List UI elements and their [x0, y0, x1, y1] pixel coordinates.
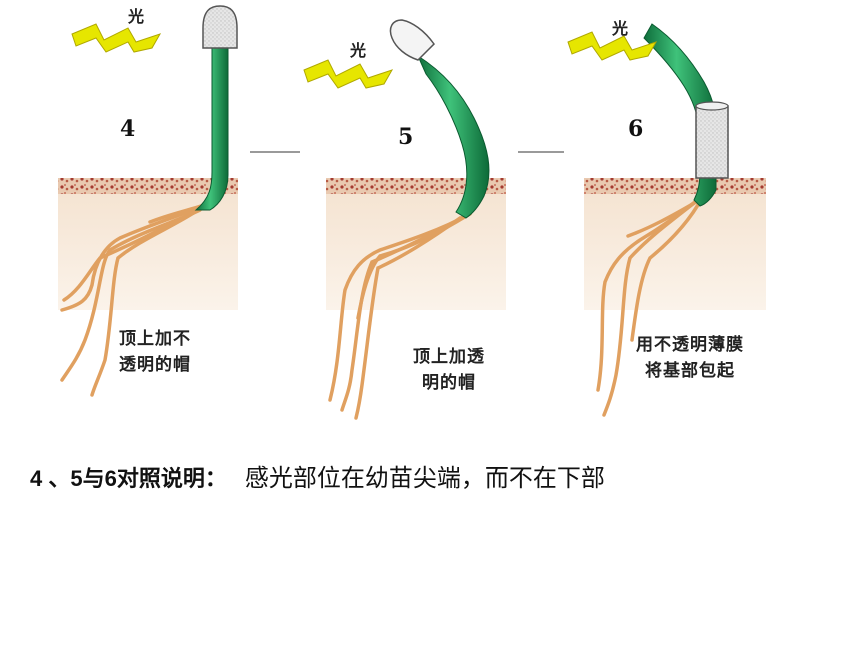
panel-5 — [303, 19, 506, 420]
light-arrow-icon — [303, 59, 394, 89]
panel-6 — [567, 23, 766, 417]
panel-caption: 用不透明薄膜 将基部包起 — [618, 332, 762, 384]
caption-line: 用不透明薄膜 — [636, 335, 744, 355]
panel-4 — [58, 5, 238, 397]
caption-line: 将基部包起 — [645, 361, 735, 381]
light-label: 光 — [128, 7, 146, 26]
light-arrow-icon — [71, 23, 162, 53]
conclusion-label: 4 、5与6对照说明： — [30, 466, 227, 491]
caption-line: 透明的帽 — [119, 355, 191, 375]
caption-line: 明的帽 — [422, 373, 476, 393]
panel-number: 5 — [398, 124, 414, 150]
light-arrow-icon — [567, 31, 658, 61]
soil-surface — [58, 178, 238, 194]
soil-surface — [584, 178, 766, 194]
opaque-cap — [202, 5, 238, 49]
panel-number: 4 — [120, 116, 136, 142]
roots — [60, 202, 209, 397]
coleoptile — [194, 39, 229, 211]
light-label: 光 — [350, 41, 368, 60]
panel-number: 6 — [628, 116, 644, 142]
experiment-diagram — [58, 5, 766, 420]
transparent-cap — [389, 19, 435, 61]
soil-surface — [326, 178, 506, 194]
light-label: 光 — [612, 19, 630, 38]
conclusion: 4 、5与6对照说明： 感光部位在幼苗尖端，而不在下部 — [30, 458, 605, 498]
separator — [518, 151, 564, 153]
soil-block — [584, 178, 766, 310]
opaque-sleeve-top — [695, 101, 729, 111]
panel-caption: 顶上加不 透明的帽 — [96, 326, 214, 378]
caption-line: 顶上加透 — [413, 347, 485, 367]
conclusion-text: 感光部位在幼苗尖端，而不在下部 — [244, 464, 605, 492]
panel-caption: 顶上加透 明的帽 — [394, 344, 504, 396]
coleoptile — [416, 54, 490, 219]
opaque-sleeve — [695, 105, 729, 179]
caption-line: 顶上加不 — [119, 329, 191, 349]
roots — [596, 196, 704, 417]
separator — [250, 151, 300, 153]
roots — [328, 212, 472, 420]
